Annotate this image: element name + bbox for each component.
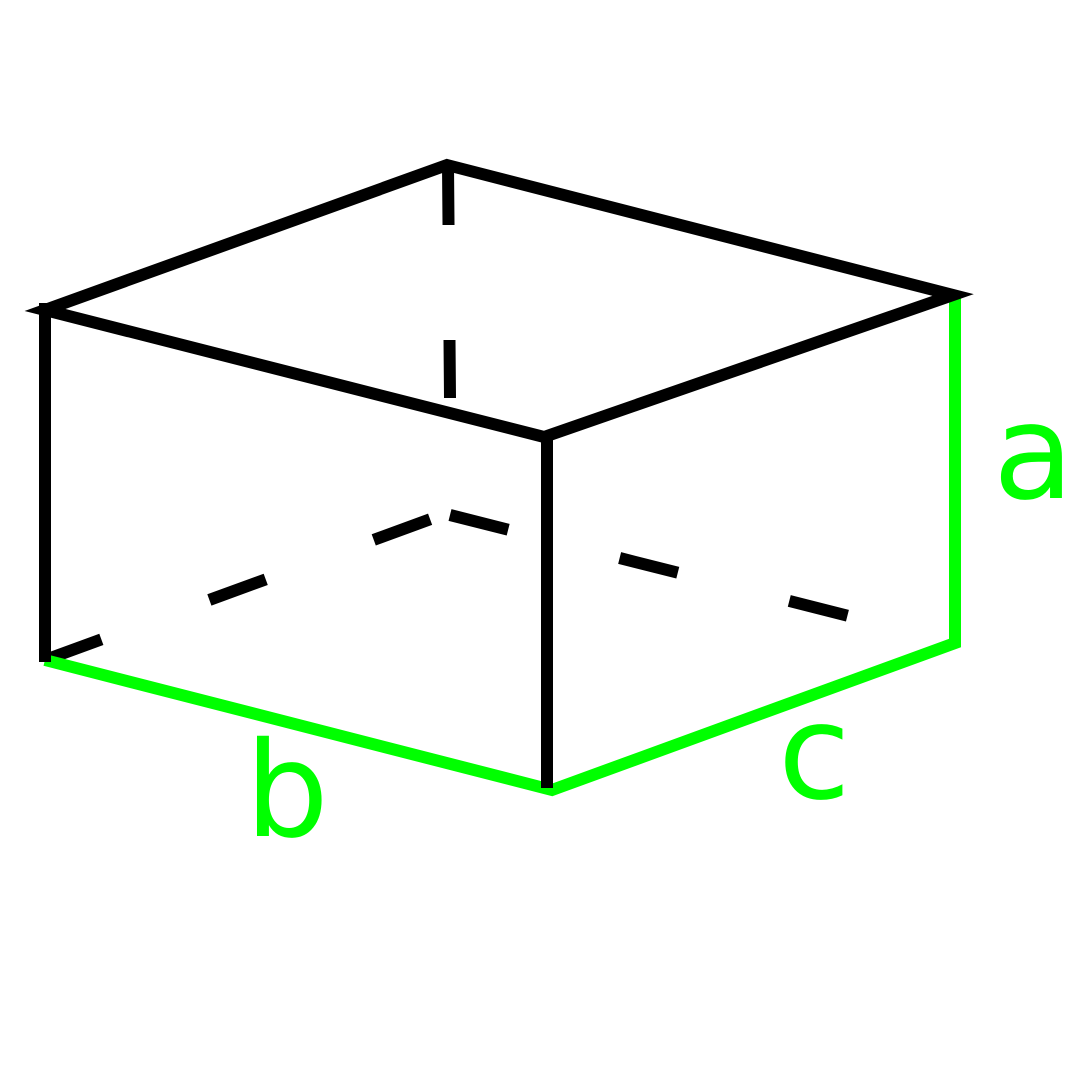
- label-a: a: [993, 376, 1074, 530]
- label-b: b: [245, 714, 329, 868]
- top-face: [24, 158, 974, 444]
- label-c: c: [778, 676, 851, 830]
- hidden-edge-vertical: [442, 164, 456, 399]
- hidden-edge-back-bottom: [448, 509, 957, 649]
- hidden-edge-left-depth: [42, 506, 453, 666]
- highlighted-edges: [43, 295, 961, 797]
